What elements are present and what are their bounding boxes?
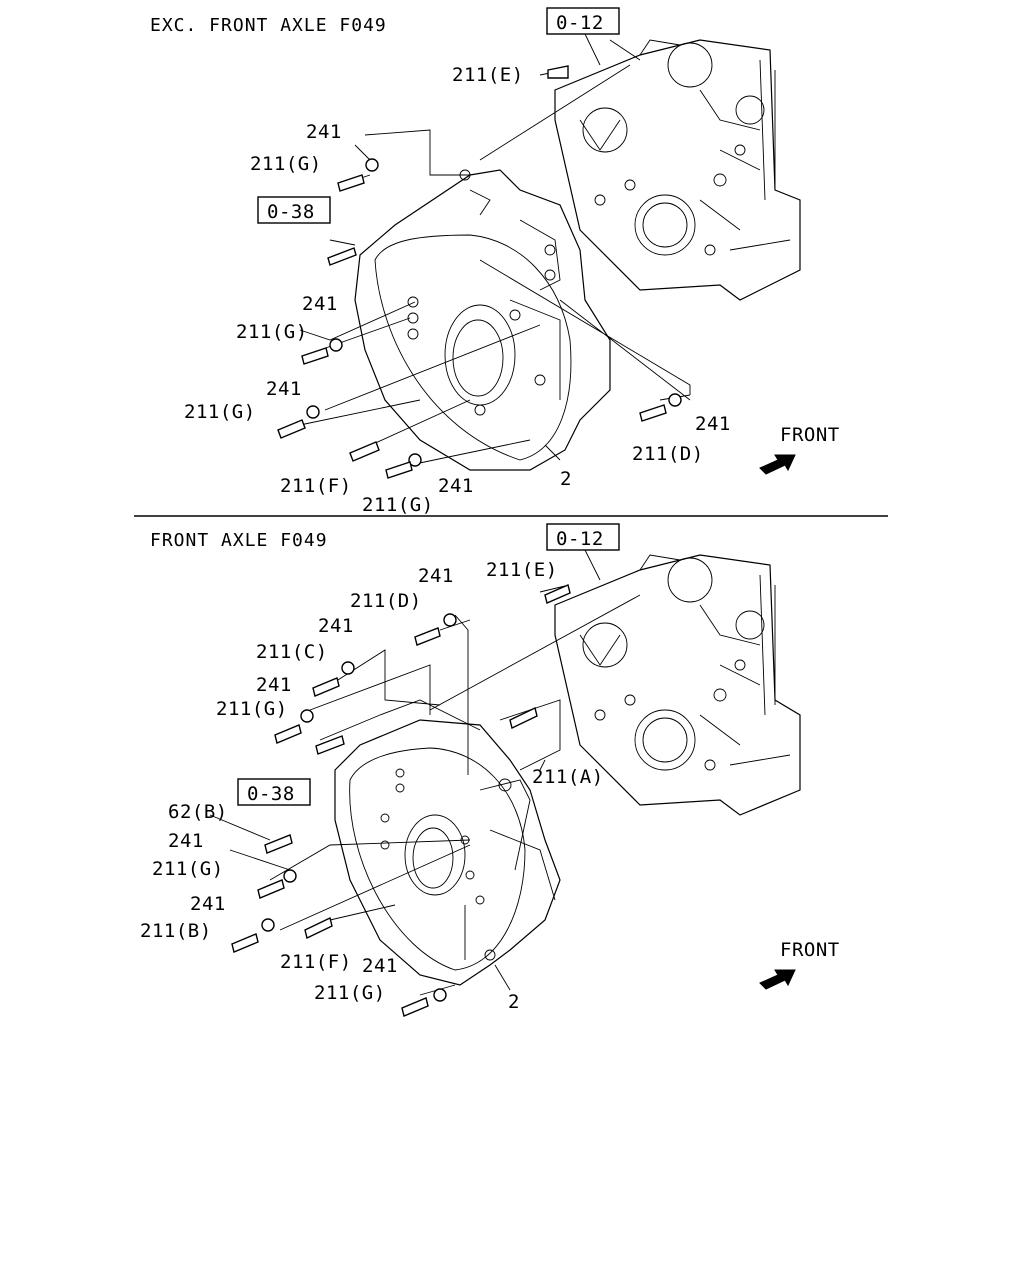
bottom-label-211g-c: 211(G) [314, 982, 386, 1004]
top-label-211f: 211(F) [280, 475, 352, 497]
top-ref-0-38[interactable]: 0-38 [257, 196, 331, 224]
bottom-label-211g-b: 211(G) [152, 858, 224, 880]
top-front-arrow-icon [759, 454, 796, 475]
bottom-label-241-b: 241 [318, 615, 354, 637]
top-part-labels: 211(E) 241 211(G) 241 211(G) 241 211(G) … [184, 64, 731, 516]
bottom-label-241-c: 241 [256, 674, 292, 696]
bottom-label-211b: 211(B) [140, 920, 212, 942]
top-label-241-e: 241 [438, 475, 474, 497]
bottom-front-indicator: FRONT [759, 939, 840, 990]
top-label-241-a: 241 [306, 121, 342, 143]
top-ref-0-12[interactable]: 0-12 [546, 7, 620, 35]
bottom-part-labels: 241 211(E) 211(D) 241 211(C) 241 211(G) … [140, 559, 604, 1013]
bottom-label-62b: 62(B) [168, 801, 228, 823]
bottom-label-241-d: 241 [168, 830, 204, 852]
bottom-label-211g-a: 211(G) [216, 698, 288, 720]
top-label-241-d: 241 [695, 413, 731, 435]
top-section: EXC. FRONT AXLE F049 0-12 0-38 [150, 7, 840, 516]
bottom-header: FRONT AXLE F049 [150, 530, 328, 551]
bottom-flywheel-housing [334, 719, 561, 986]
bottom-engine-block [554, 554, 801, 816]
bottom-ref-0-38[interactable]: 0-38 [237, 778, 311, 806]
top-front-indicator: FRONT [759, 424, 840, 475]
top-label-241-b: 241 [302, 293, 338, 315]
bottom-label-241-e: 241 [190, 893, 226, 915]
top-label-241-c: 241 [266, 378, 302, 400]
bottom-label-241-a: 241 [418, 565, 454, 587]
bottom-label-211a: 211(A) [532, 766, 604, 788]
bottom-label-241-f: 241 [362, 955, 398, 977]
top-label-211d: 211(D) [632, 443, 704, 465]
top-engine-block [554, 39, 801, 301]
top-label-211g-b: 211(G) [236, 321, 308, 343]
bottom-label-211d: 211(D) [350, 590, 422, 612]
bottom-ref-0-38-label: 0-38 [247, 783, 295, 805]
bottom-label-211c: 211(C) [256, 641, 328, 663]
bottom-ref-0-12-label: 0-12 [556, 528, 604, 550]
bottom-label-part-2: 2 [508, 991, 520, 1013]
top-label-part-2: 2 [560, 468, 572, 490]
bottom-front-arrow-icon [759, 969, 796, 990]
top-ref-0-12-label: 0-12 [556, 12, 604, 34]
top-label-211g-d: 211(G) [362, 494, 434, 516]
top-front-label: FRONT [780, 424, 840, 446]
bottom-label-211f: 211(F) [280, 951, 352, 973]
top-label-211e: 211(E) [452, 64, 524, 86]
top-fasteners [277, 65, 682, 479]
top-header: EXC. FRONT AXLE F049 [150, 15, 387, 36]
top-label-211g-c: 211(G) [184, 401, 256, 423]
bottom-front-label: FRONT [780, 939, 840, 961]
top-flywheel-housing [354, 169, 611, 471]
bottom-fasteners [231, 584, 571, 1017]
bottom-ref-0-12[interactable]: 0-12 [546, 523, 620, 551]
top-label-211g-a: 211(G) [250, 153, 322, 175]
bottom-label-211e: 211(E) [486, 559, 558, 581]
top-ref-0-38-label: 0-38 [267, 201, 315, 223]
bottom-section: FRONT AXLE F049 0-12 0-38 [140, 523, 840, 1017]
